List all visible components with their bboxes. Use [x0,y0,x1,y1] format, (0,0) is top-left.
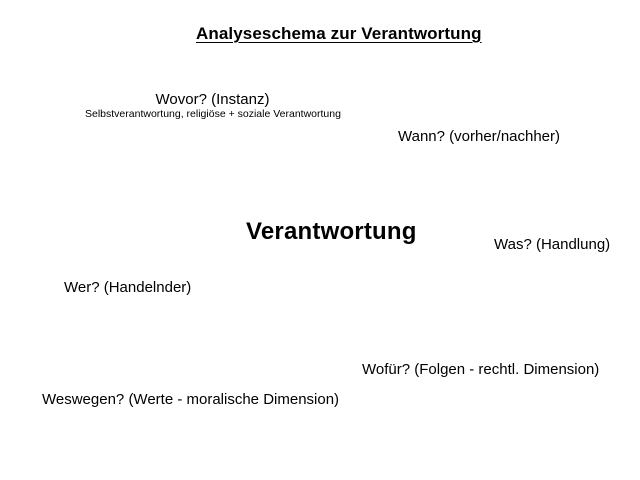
branch-instanz-label: Wovor? (Instanz) [155,91,270,108]
branch-handelnder-label: Wer? (Handelnder) [64,279,192,296]
branch-werte-label: Weswegen? (Werte - moralische Dimension) [42,391,340,408]
center-term: Verantwortung [246,218,417,245]
branch-handlung-label: Was? (Handlung) [494,236,611,253]
slide-title: Analyseschema zur Verantwortung [196,24,482,43]
branch-instanz-caption: Selbstverantwortung, religiöse + soziale… [85,108,341,120]
branch-zeit-label: Wann? (vorher/nachher) [398,128,561,145]
branch-instanz: Wovor? (Instanz) Selbstverantwortung, re… [85,91,341,120]
branch-folgen-label: Wofür? (Folgen - rechtl. Dimension) [362,361,600,378]
